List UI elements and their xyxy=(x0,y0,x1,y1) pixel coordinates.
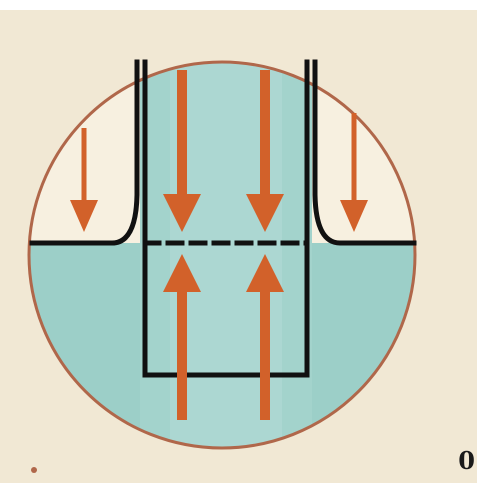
corner-label: 0 xyxy=(458,446,475,475)
circle-interior xyxy=(20,60,430,463)
stray-mark xyxy=(31,467,37,473)
